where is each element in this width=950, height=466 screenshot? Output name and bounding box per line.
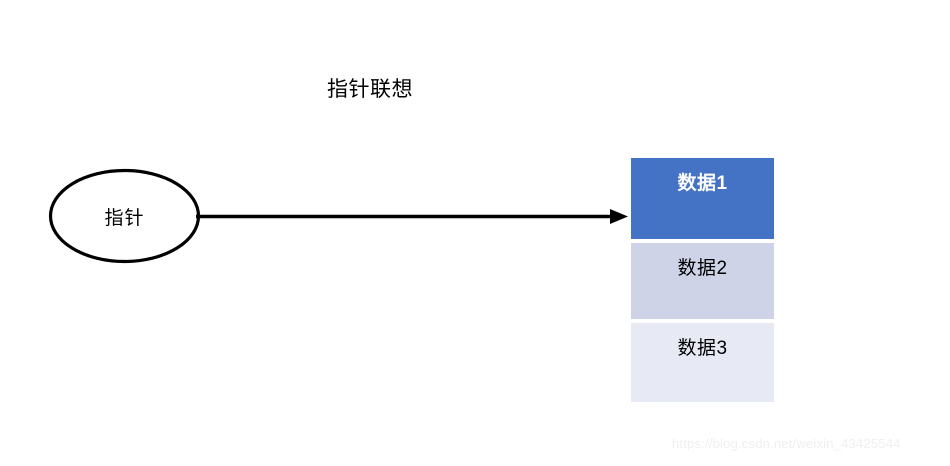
arrow-icon <box>196 209 628 224</box>
data-box-3[interactable]: 数据3 <box>631 323 774 402</box>
pointer-node-label: 指针 <box>104 207 145 229</box>
data-box-1[interactable]: 数据1 <box>631 158 774 239</box>
diagram-title: 指针联想 <box>327 78 413 101</box>
pointer-to-data-arrow <box>196 200 632 234</box>
pointer-node: 指针 <box>48 168 201 264</box>
data-box-2[interactable]: 数据2 <box>631 243 774 319</box>
watermark-text: https://blog.csdn.net/weixin_43425544 <box>672 436 901 451</box>
data-stack: 数据1 数据2 数据3 <box>631 158 774 402</box>
